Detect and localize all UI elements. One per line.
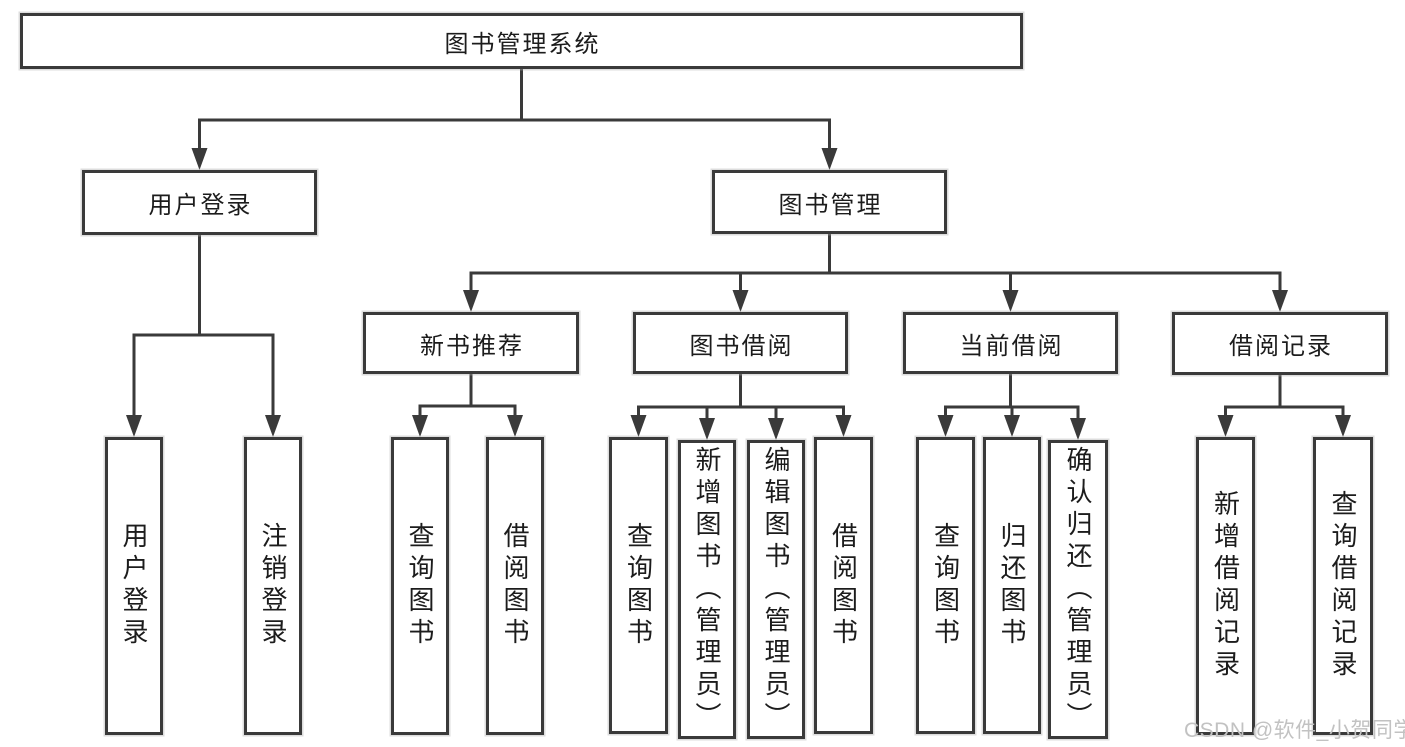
- node-user-login: 用户登录: [82, 170, 317, 235]
- v-query-book-b-label: 查询图书: [623, 521, 654, 650]
- v-query-book-c-label: 查询图书: [930, 521, 961, 650]
- node-system-root: 图书管理系统: [20, 13, 1023, 69]
- v-logout-label: 注销登录: [258, 522, 288, 650]
- v-query-book-a-label: 查询图书: [405, 522, 435, 650]
- node-new-book-rec: 新书推荐: [363, 312, 579, 374]
- node-current-borrow: 当前借阅: [903, 312, 1118, 374]
- node-v-query-record: 查询借阅记录: [1313, 437, 1373, 735]
- book-borrow-label: 图书借阅: [689, 332, 794, 360]
- v-add-record-label: 新增借阅记录: [1210, 490, 1241, 682]
- node-v-user-login: 用户登录: [105, 437, 163, 735]
- v-return-book-label: 归还图书: [997, 521, 1027, 650]
- watermark: CSDN @软件_小贺同学: [1184, 719, 1405, 742]
- v-borrow-book-b-label: 借阅图书: [828, 521, 859, 650]
- node-v-add-record: 新增借阅记录: [1196, 437, 1255, 735]
- node-book-borrow: 图书借阅: [633, 312, 848, 374]
- v-query-record-label: 查询借阅记录: [1328, 490, 1358, 682]
- node-v-borrow-book-b: 借阅图书: [814, 437, 873, 734]
- v-borrow-book-a-label: 借阅图书: [500, 522, 530, 650]
- v-add-book-label: 新增图书（管理员）: [692, 445, 722, 734]
- v-user-login-label: 用户登录: [119, 522, 149, 650]
- user-login-label: 用户登录: [148, 192, 253, 219]
- node-v-return-book: 归还图书: [983, 437, 1041, 734]
- node-v-logout: 注销登录: [244, 437, 302, 735]
- borrow-records-label: 借阅记录: [1229, 333, 1333, 360]
- current-borrow-label: 当前借阅: [959, 332, 1064, 360]
- node-book-mgmt: 图书管理: [712, 170, 947, 234]
- node-v-borrow-book-a: 借阅图书: [486, 437, 544, 735]
- v-edit-book-label: 编辑图书（管理员）: [761, 445, 791, 734]
- node-borrow-records: 借阅记录: [1172, 312, 1388, 375]
- node-v-query-book-c: 查询图书: [916, 437, 975, 734]
- node-v-add-book: 新增图书（管理员）: [678, 440, 736, 739]
- new-book-rec-label: 新书推荐: [420, 332, 524, 360]
- system-root-label: 图书管理系统: [444, 30, 601, 58]
- node-v-edit-book: 编辑图书（管理员）: [747, 440, 805, 739]
- node-v-query-book-b: 查询图书: [609, 437, 668, 734]
- node-v-confirm-return: 确认归还（管理员）: [1048, 440, 1108, 739]
- node-v-query-book-a: 查询图书: [391, 437, 449, 735]
- book-mgmt-label: 图书管理: [778, 191, 883, 219]
- v-confirm-return-label: 确认归还（管理员）: [1063, 445, 1093, 734]
